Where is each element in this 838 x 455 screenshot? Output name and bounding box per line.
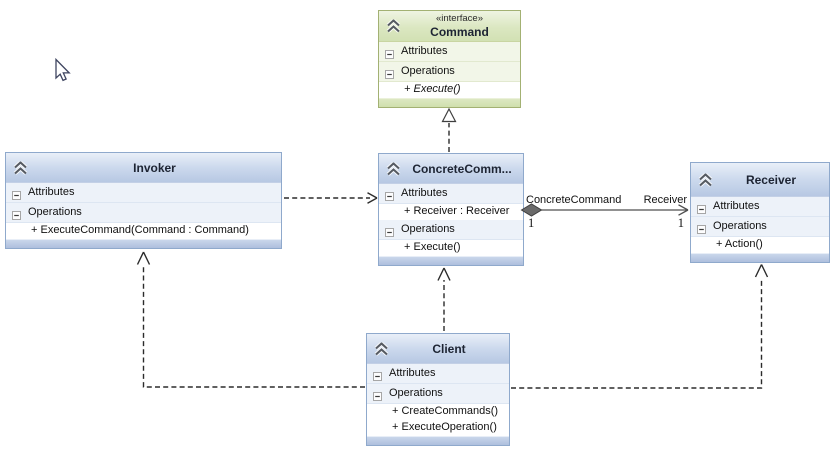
collapse-minus-icon[interactable]	[373, 369, 382, 381]
operations-section[interactable]: Operations	[379, 220, 523, 240]
class-footer	[6, 239, 281, 248]
operations-section[interactable]: Operations	[367, 384, 509, 404]
section-label: Attributes	[28, 186, 75, 198]
class-box-concrete-command[interactable]: ConcreteComm... Attributes + Receiver : …	[378, 153, 524, 266]
attributes-section[interactable]: Attributes	[379, 184, 523, 204]
class-header: Client	[367, 334, 509, 364]
collapse-chevron-icon[interactable]	[386, 17, 401, 33]
section-label: Operations	[401, 65, 455, 77]
target-role-label: Receiver	[644, 194, 688, 206]
invoker-dependency-connector[interactable]	[284, 192, 378, 204]
class-title: Invoker	[133, 160, 176, 175]
class-box-invoker[interactable]: Invoker Attributes Operations + ExecuteC…	[5, 152, 282, 249]
source-multiplicity: 1	[528, 216, 534, 230]
class-header: ConcreteComm...	[379, 154, 523, 184]
section-label: Operations	[389, 387, 443, 399]
collapse-minus-icon[interactable]	[697, 202, 706, 214]
section-label: Attributes	[401, 45, 448, 57]
source-role-label: ConcreteCommand	[526, 194, 621, 206]
operation-item[interactable]: + Execute()	[379, 240, 523, 256]
class-box-receiver[interactable]: Receiver Attributes Operations + Action(…	[690, 162, 830, 263]
section-label: Attributes	[713, 200, 760, 212]
collapse-chevron-icon[interactable]	[698, 171, 713, 187]
class-title: Receiver	[745, 172, 797, 187]
operation-item[interactable]: + Execute()	[379, 82, 520, 98]
class-title: Client	[432, 341, 466, 356]
collapse-minus-icon[interactable]	[385, 225, 394, 237]
section-label: Operations	[401, 223, 455, 235]
collapse-minus-icon[interactable]	[385, 67, 394, 79]
section-label: Operations	[28, 206, 82, 218]
class-header: Invoker	[6, 153, 281, 183]
target-multiplicity: 1	[678, 216, 684, 230]
class-footer	[691, 253, 829, 262]
section-label: Attributes	[401, 187, 448, 199]
operations-section[interactable]: Operations	[379, 62, 520, 82]
operation-item[interactable]: + CreateCommands()	[367, 404, 509, 420]
collapse-chevron-icon[interactable]	[374, 340, 389, 356]
class-footer	[379, 256, 523, 265]
realization-connector[interactable]	[441, 107, 457, 152]
attributes-section[interactable]: Attributes	[367, 364, 509, 384]
collapse-chevron-icon[interactable]	[386, 160, 401, 176]
class-box-command[interactable]: «interface» Command Attributes Operation…	[378, 10, 521, 108]
attribute-item[interactable]: + Receiver : Receiver	[379, 204, 523, 220]
composition-connector[interactable]: ConcreteCommand Receiver 1 1	[520, 194, 689, 230]
class-box-client[interactable]: Client Attributes Operations + CreateCom…	[366, 333, 510, 446]
class-header: Receiver	[691, 163, 829, 197]
collapse-minus-icon[interactable]	[697, 222, 706, 234]
operation-item[interactable]: + ExecuteOperation()	[367, 420, 509, 436]
section-label: Operations	[713, 220, 767, 232]
operation-item[interactable]: + Action()	[691, 237, 829, 253]
section-label: Attributes	[389, 367, 436, 379]
stereotype-label: «interface»	[435, 13, 483, 24]
operations-section[interactable]: Operations	[691, 217, 829, 237]
client-receiver-dependency-connector[interactable]	[511, 264, 769, 389]
collapse-minus-icon[interactable]	[385, 189, 394, 201]
operations-section[interactable]: Operations	[6, 203, 281, 223]
class-footer	[367, 436, 509, 445]
collapse-minus-icon[interactable]	[385, 47, 394, 59]
attributes-section[interactable]: Attributes	[379, 42, 520, 62]
class-title: ConcreteComm...	[412, 161, 512, 176]
mouse-arrow-cursor	[55, 57, 71, 82]
client-invoker-dependency-connector[interactable]	[136, 251, 366, 388]
composition-diamond	[520, 203, 543, 217]
collapse-minus-icon[interactable]	[12, 208, 21, 220]
collapse-chevron-icon[interactable]	[13, 159, 28, 175]
collapse-minus-icon[interactable]	[12, 188, 21, 200]
class-title: Command	[430, 25, 489, 39]
class-header: «interface» Command	[379, 11, 520, 42]
operation-item[interactable]: + ExecuteCommand(Command : Command)	[6, 223, 281, 239]
client-concrete-dependency-connector[interactable]	[437, 267, 451, 331]
attributes-section[interactable]: Attributes	[691, 197, 829, 217]
attributes-section[interactable]: Attributes	[6, 183, 281, 203]
class-footer	[379, 98, 520, 107]
collapse-minus-icon[interactable]	[373, 389, 382, 401]
